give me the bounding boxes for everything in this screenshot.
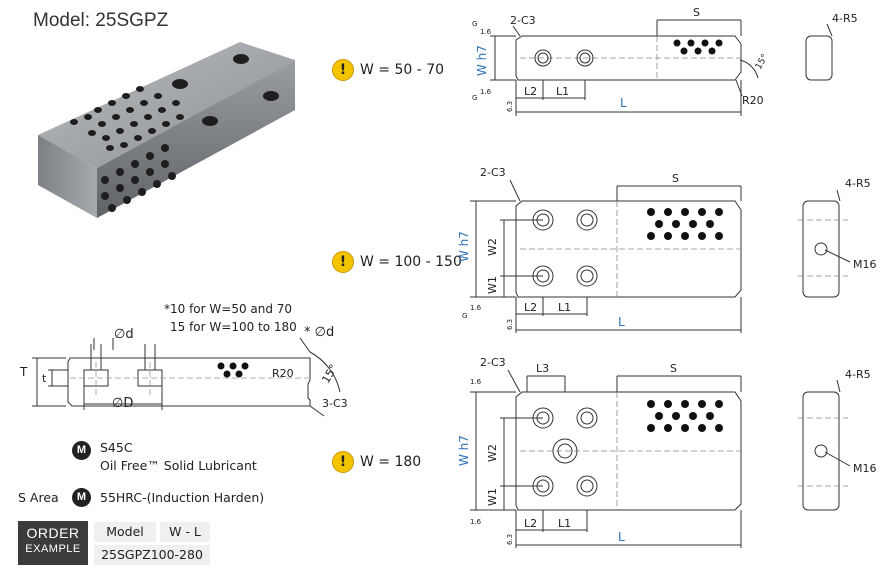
angle-label: 15°: [754, 53, 771, 72]
r20-label: R20: [272, 367, 294, 380]
example-label: EXAMPLE: [25, 543, 81, 555]
side-view-drawing: ∅d * ∅d ∅D T t R20 15° 3-C3: [19, 325, 348, 417]
range-label: W = 50 - 70: [360, 62, 445, 78]
roughness-63-label: 6.3: [506, 534, 514, 545]
l2-label: L2: [524, 517, 537, 530]
s-label: S: [672, 172, 679, 185]
wh7-label: W h7: [457, 231, 471, 262]
s-label: S: [670, 362, 677, 375]
l3-label: L3: [536, 362, 549, 375]
m16-label: M16: [853, 258, 877, 271]
m-badge-2: M: [72, 487, 91, 507]
range-label: W = 100 - 150: [360, 254, 462, 270]
phi-D-label: ∅D: [112, 396, 133, 411]
t-label: t: [42, 372, 47, 385]
roughness-label: 1.6: [470, 378, 482, 386]
order-example-value: 25SGPZ100-280: [94, 545, 210, 565]
m-badge: M: [72, 488, 91, 507]
l-label: L: [618, 530, 625, 544]
r5-label: 4-R5: [845, 177, 871, 190]
roughness-label: 1.6: [470, 518, 482, 526]
l1-label: L1: [556, 85, 569, 98]
w1-label: W1: [486, 276, 499, 294]
model-title: Model: 25SGPZ: [33, 10, 169, 31]
material-harden: 55HRC-(Induction Harden): [100, 490, 265, 505]
s-area-label: S Area: [18, 490, 59, 505]
drawing-w100-150: 2-C3 S L L2 L1 W h7 W2 W1 4-R5 M16 1.6 G…: [457, 166, 877, 333]
product-image: [38, 42, 295, 218]
l-label: L: [618, 315, 625, 329]
chamfer-label: 2-C3: [480, 356, 506, 369]
g-label: G: [462, 312, 467, 320]
roughness-63-label: 6.3: [506, 319, 514, 330]
range-w100-150: ! W = 100 - 150: [332, 251, 462, 273]
w2-label: W2: [486, 444, 499, 462]
l1-label: L1: [558, 517, 571, 530]
order-header-wl: W - L: [160, 522, 210, 542]
range-w50-70: ! W = 50 - 70: [332, 59, 444, 81]
order-header-model: Model: [94, 522, 156, 542]
order-example-badge: ORDER EXAMPLE: [18, 521, 88, 565]
m-badge: M: [72, 441, 91, 460]
r5-label: 4-R5: [845, 368, 871, 381]
warning-icon: !: [332, 451, 354, 473]
s-label: S: [693, 6, 700, 19]
roughness-label: 1.6: [480, 88, 492, 96]
phi-d-top-label: ∅d: [114, 327, 134, 342]
roughness-63-label: 6.3: [506, 101, 514, 112]
warning-icon: !: [332, 251, 354, 273]
w2-label: W2: [486, 238, 499, 256]
note-line-2: 15 for W=100 to 180: [170, 320, 297, 334]
phi-d-right-label: * ∅d: [304, 325, 334, 340]
g-label: G: [472, 20, 477, 28]
m-badge-1: M: [72, 440, 91, 460]
g-label: G: [472, 94, 477, 102]
m16-label: M16: [853, 462, 877, 475]
wh7-label: W h7: [457, 435, 471, 466]
range-w180: ! W = 180: [332, 451, 421, 473]
material-lubricant: Oil Free™ Solid Lubricant: [100, 458, 257, 473]
chamfer-label: 3-C3: [322, 397, 348, 410]
l1-label: L1: [558, 301, 571, 314]
r5-label: 4-R5: [832, 12, 858, 25]
warning-icon: !: [332, 59, 354, 81]
drawing-w50-70: 2-C3 S L L2 L1 W h7 R20 4-R5 15° 1.6 1.6…: [472, 6, 858, 116]
wh7-label: W h7: [475, 45, 489, 76]
w1-label: W1: [486, 488, 499, 506]
range-label: W = 180: [360, 454, 422, 470]
chamfer-label: 2-C3: [480, 166, 506, 179]
material-s45c: S45C: [100, 440, 133, 455]
l2-label: L2: [524, 301, 537, 314]
roughness-label: 1.6: [470, 304, 482, 312]
roughness-label: 1.6: [480, 28, 492, 36]
l-label: L: [620, 96, 627, 110]
T-label: T: [19, 365, 28, 379]
l2-label: L2: [524, 85, 537, 98]
order-label: ORDER: [26, 525, 80, 541]
r20-label: R20: [742, 94, 764, 107]
drawing-w180: 2-C3 L3 S L L2 L1 W h7 W2 W1 4-R5 M16 1.…: [457, 356, 877, 548]
chamfer-label: 2-C3: [510, 14, 536, 27]
note-line-1: *10 for W=50 and 70: [164, 302, 293, 316]
